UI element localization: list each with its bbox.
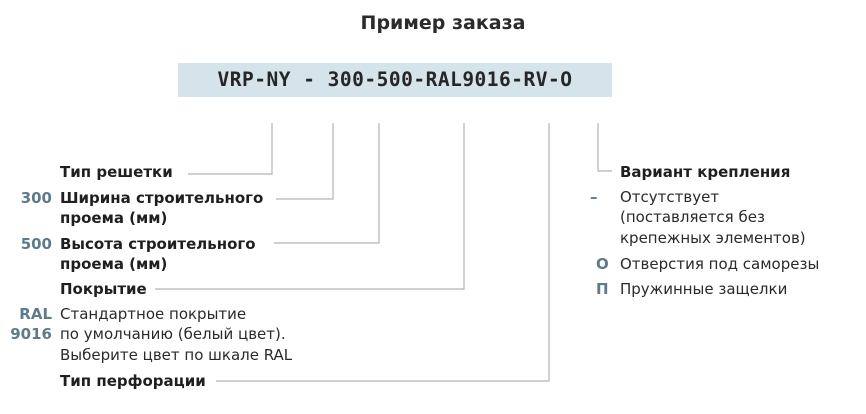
code-ral: RAL: [19, 305, 52, 323]
label-mount-variant: Вариант крепления: [620, 163, 791, 181]
page-title: Пример заказа: [360, 12, 526, 34]
option-code-screws: О: [596, 255, 609, 273]
code-ral-number: 9016: [10, 325, 52, 343]
coating-desc-line2: по умолчанию (белый цвет).: [60, 325, 286, 343]
option-latches: Пружинные защелки: [620, 280, 788, 298]
label-width-line2: проема (мм): [60, 209, 168, 227]
connector-coating: [155, 123, 465, 290]
option-none-line2: (поставляется без: [620, 208, 765, 226]
option-none-line1: Отсутствует: [620, 188, 720, 206]
label-coating: Покрытие: [60, 280, 147, 298]
label-grille-type: Тип решетки: [60, 163, 173, 181]
connector-height: [274, 123, 380, 244]
option-screws: Отверстия под саморезы: [620, 255, 820, 273]
option-code-none: –: [590, 188, 598, 206]
coating-desc-line1: Стандартное покрытие: [60, 305, 247, 323]
option-code-latches: П: [596, 280, 609, 298]
coating-desc-line3: Выберите цвет по шкале RAL: [60, 346, 293, 364]
label-height-line1: Высота строительного: [60, 235, 256, 253]
connector-perforation: [216, 123, 550, 382]
connector-type: [188, 123, 273, 175]
label-width-line1: Ширина строительного: [60, 189, 264, 207]
label-height-line2: проема (мм): [60, 255, 168, 273]
connector-width: [276, 123, 334, 200]
connector-mount: [597, 123, 612, 172]
code-height: 500: [20, 235, 52, 253]
label-perforation: Тип перфорации: [60, 372, 206, 390]
code-width: 300: [20, 189, 52, 207]
option-none-line3: крепежных элементов): [620, 229, 806, 247]
order-code-box: VRP-NY - 300-500-RAL9016-RV-O: [178, 63, 612, 97]
